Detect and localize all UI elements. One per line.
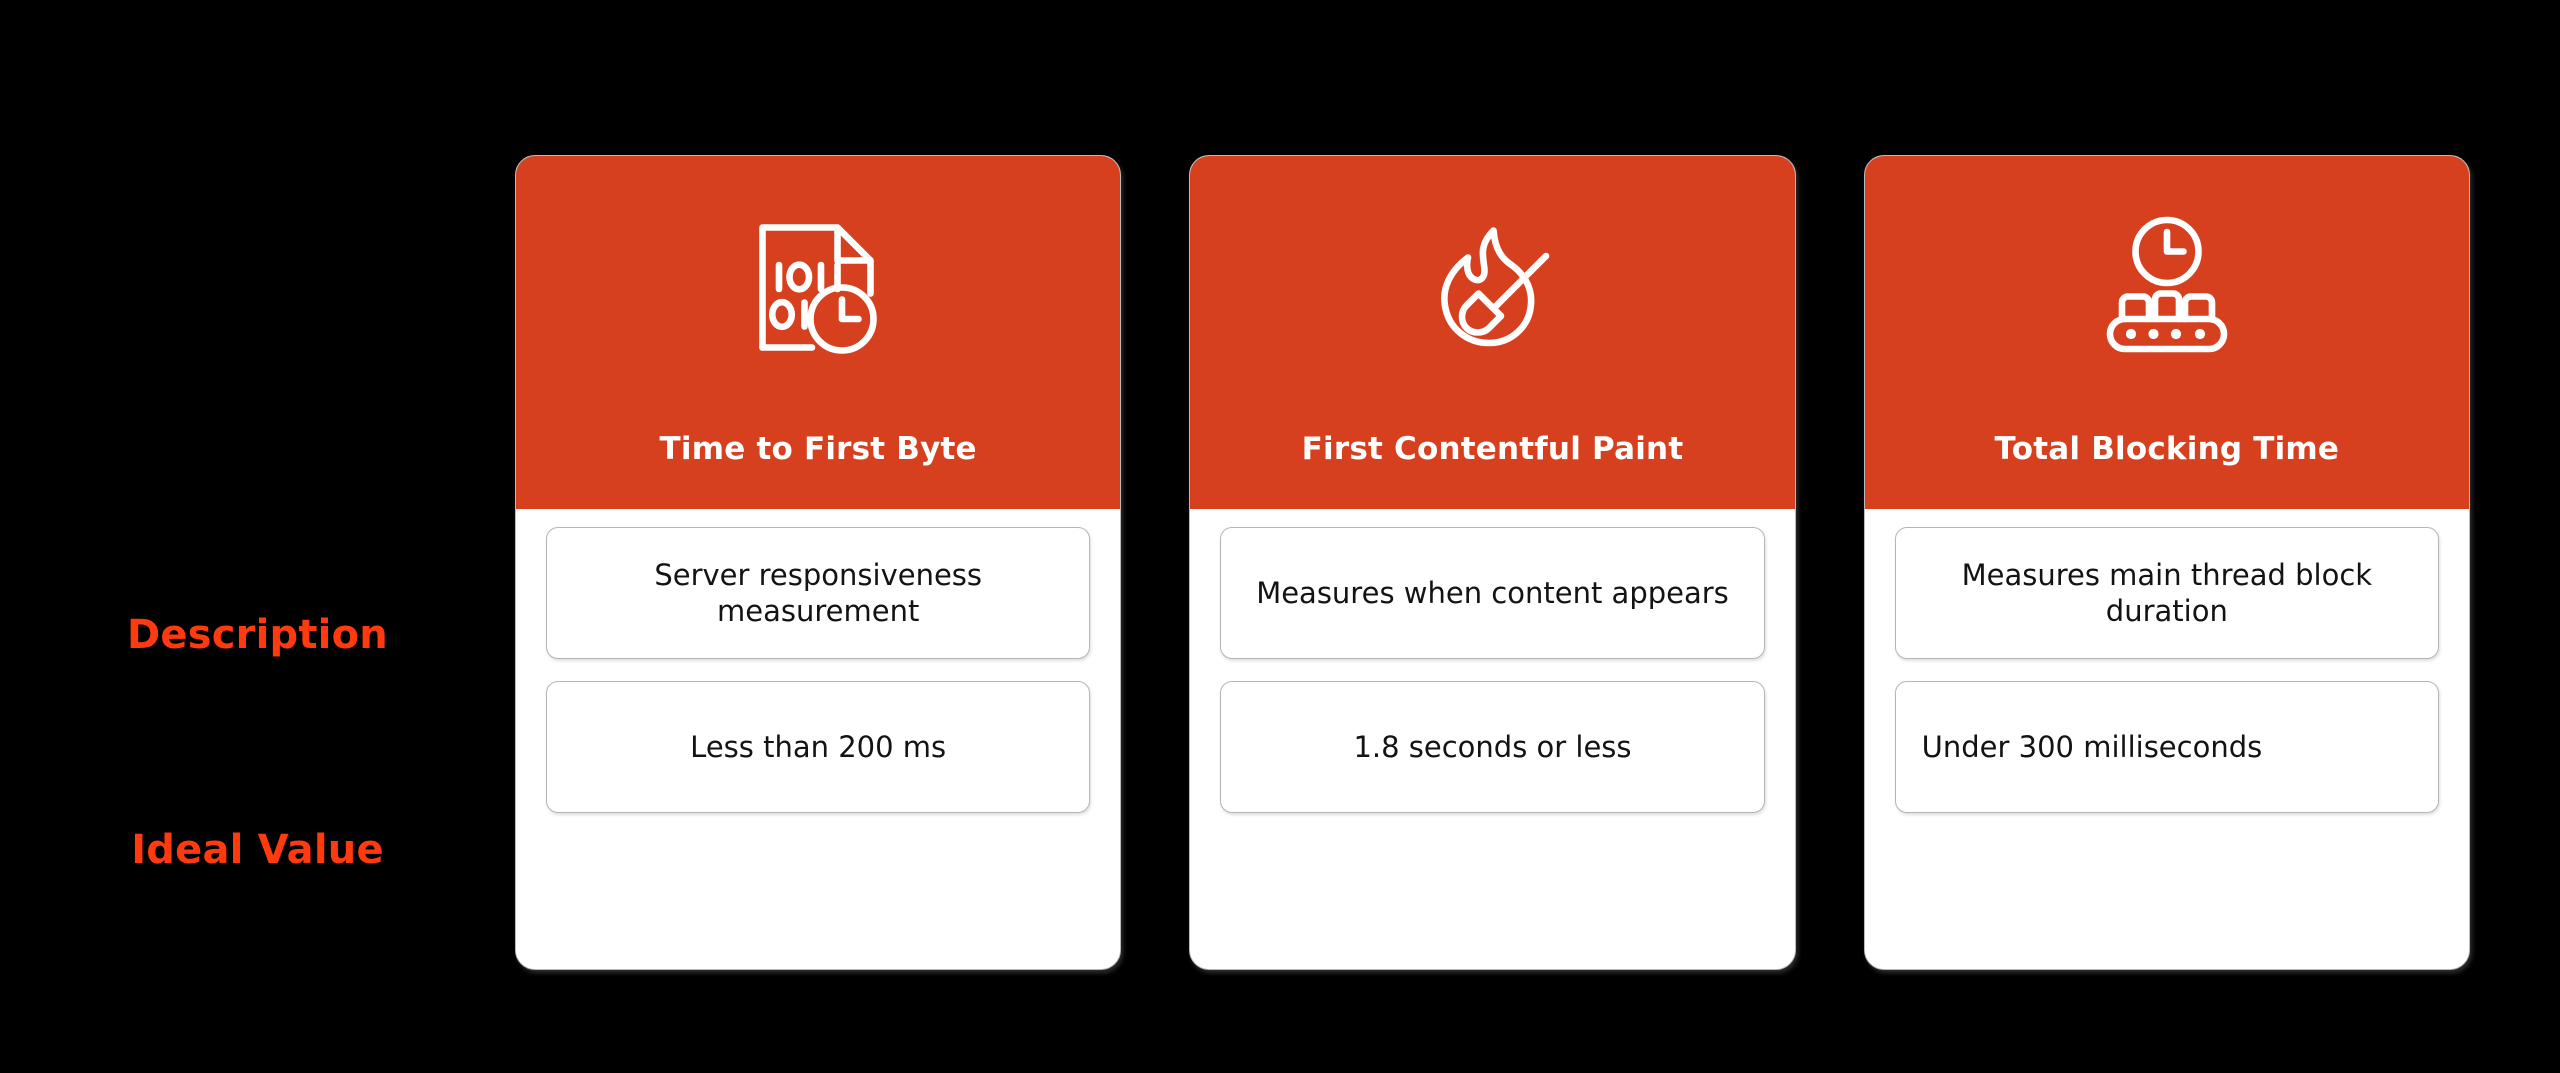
ideal-value-box: Less than 200 ms (546, 681, 1091, 813)
card-header: First Contentful Paint (1190, 156, 1795, 509)
card-title: Total Blocking Time (1994, 431, 2340, 467)
ideal-value-box: 1.8 seconds or less (1220, 681, 1765, 813)
card-header: Time to First Byte (516, 156, 1121, 509)
flame-paintbrush-icon (1441, 227, 1550, 347)
row-label-ideal-value: Ideal Value (131, 827, 384, 873)
clock-conveyor-belt-icon (2106, 216, 2228, 353)
card-header: Total Blocking Time (1864, 156, 2469, 509)
card-title: First Contentful Paint (1301, 431, 1684, 467)
metric-card-time-to-first-byte[interactable]: Time to First Byte Server responsiveness… (515, 155, 1122, 970)
metric-card-first-contentful-paint[interactable]: First Contentful Paint Measures when con… (1189, 155, 1796, 970)
ideal-value-box: Under 300 milliseconds (1894, 681, 2439, 813)
description-box: Server responsiveness measurement (546, 527, 1091, 659)
card-body: Measures when content appears 1.8 second… (1190, 509, 1795, 969)
metric-card-total-blocking-time[interactable]: Total Blocking Time Measures main thread… (1863, 155, 2470, 970)
card-body: Measures main thread block duration Unde… (1864, 509, 2469, 969)
card-title: Time to First Byte (659, 431, 977, 467)
row-label-description: Description (127, 612, 388, 658)
binary-document-clock-icon (759, 224, 877, 354)
card-body: Server responsiveness measurement Less t… (516, 509, 1121, 969)
description-box: Measures when content appears (1220, 527, 1765, 659)
row-label-column: Description Ideal Value (0, 155, 515, 970)
description-box: Measures main thread block duration (1894, 527, 2439, 659)
metric-card-grid: Time to First Byte Server responsiveness… (515, 155, 2470, 970)
